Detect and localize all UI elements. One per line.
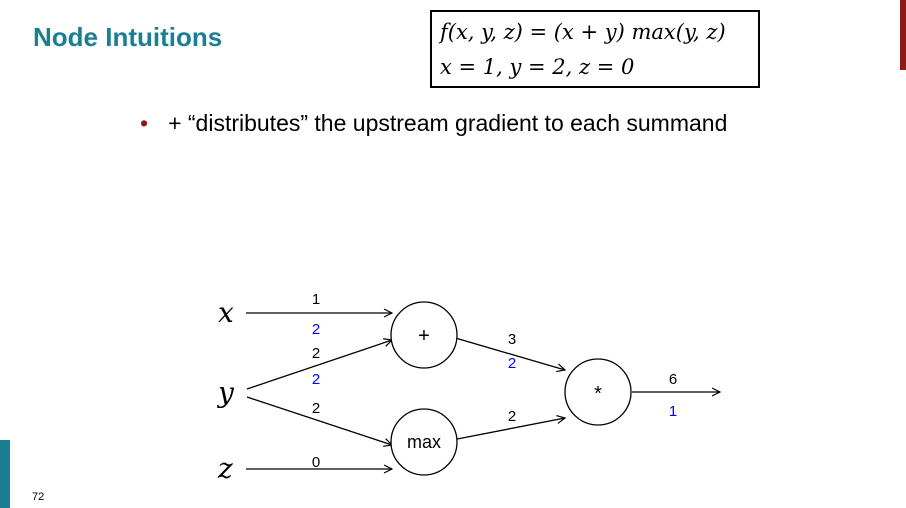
input-x: x [218, 296, 234, 329]
page-number: 72 [32, 491, 45, 503]
accent-bar-red [900, 0, 906, 70]
node-mul-label: * [594, 383, 602, 405]
edge-max-mul [451, 418, 565, 441]
edge-plus-mul [451, 336, 565, 370]
node-max [390, 408, 458, 476]
bullet-dot-icon: • [140, 110, 149, 136]
value-output: 6 [669, 371, 677, 388]
node-mul [564, 358, 632, 426]
grad-x: 2 [312, 321, 320, 338]
formula-line-2: x = 1, y = 2, z = 0 [440, 55, 635, 79]
input-y: y [216, 376, 235, 409]
grad-output: 1 [669, 403, 677, 420]
node-plus-label: + [418, 325, 430, 347]
value-y-max: 2 [312, 400, 320, 417]
formula-box: f(x, y, z) = (x + y) max(y, z) x = 1, y … [430, 10, 760, 88]
value-plus-out: 3 [508, 331, 516, 348]
bullet-point: • + “distributes” the upstream gradient t… [140, 110, 727, 137]
slide-title: Node Intuitions [33, 22, 223, 52]
formula-line-1: f(x, y, z) = (x + y) max(y, z) [440, 20, 726, 44]
value-z: 0 [312, 454, 320, 471]
node-max-label: max [407, 432, 441, 452]
edge-y-max [246, 396, 392, 445]
value-max-out: 2 [508, 408, 516, 425]
edge-y-plus [246, 340, 392, 390]
input-z: z [217, 452, 233, 485]
accent-bar-teal [0, 440, 10, 508]
node-plus [390, 301, 458, 369]
bullet-text: + “distributes” the upstream gradient to… [168, 110, 728, 136]
value-x: 1 [312, 291, 320, 308]
value-y-plus: 2 [312, 345, 320, 362]
grad-plus-out: 2 [508, 355, 516, 372]
grad-y-plus: 2 [312, 371, 320, 388]
